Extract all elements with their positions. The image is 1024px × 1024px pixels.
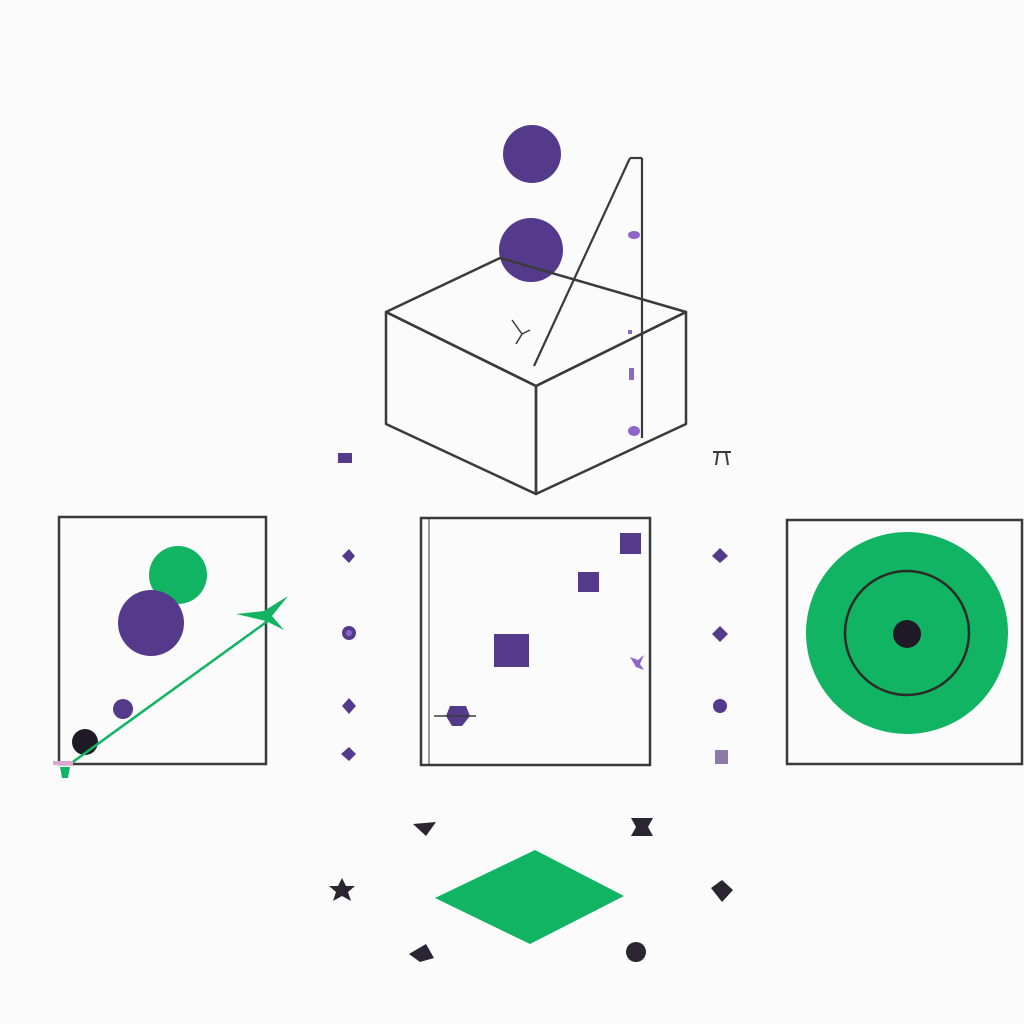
bowtie-marker-icon (631, 818, 653, 836)
tick-icon (629, 368, 634, 380)
middle-panel-frame (419, 516, 652, 767)
tick-icon (628, 330, 632, 334)
right-panel-frame (785, 518, 1024, 766)
origin-mark (53, 761, 73, 765)
sphere-icon-lower (499, 218, 563, 282)
shield-marker-icon (413, 822, 436, 836)
shard-marker-icon (409, 944, 434, 962)
left-panel-frame (57, 515, 268, 766)
bottom-section (329, 818, 733, 962)
right-panel (785, 518, 1024, 766)
origin-green-mark-icon (60, 767, 70, 778)
sphere-icon-upper (503, 125, 561, 183)
pole-diagonal (533, 157, 631, 367)
square-marker-icon (715, 750, 728, 764)
target-ring-icon (843, 569, 971, 697)
pole-ticks (628, 231, 640, 436)
left-panel (53, 515, 288, 778)
left-column-markers (341, 549, 356, 761)
target-center-icon (893, 620, 921, 648)
right-column-markers (712, 548, 728, 764)
tick-icon (628, 231, 640, 239)
top-spheres (499, 125, 563, 282)
tick-icon (628, 426, 640, 436)
diamond-marker-icon (711, 880, 733, 902)
isometric-box (384, 256, 688, 496)
small-purple-dot-icon (113, 699, 133, 719)
purple-circle-icon (118, 590, 184, 656)
dot-marker-icon (626, 942, 646, 962)
pole-marker (511, 156, 644, 438)
square-icon-main (494, 634, 529, 667)
star-marker-icon (630, 655, 644, 670)
diamond-marker-icon (712, 626, 728, 642)
square-icon-medium (578, 572, 599, 592)
middle-panel (419, 516, 652, 767)
diamond-marker-icon (341, 747, 356, 761)
trend-arrow-line (69, 616, 273, 766)
arrow-head-icon (236, 596, 288, 630)
dark-dot-icon (72, 729, 98, 755)
box-right-face (534, 310, 688, 496)
diamond-marker-icon (342, 698, 356, 714)
square-icon-large (620, 533, 641, 554)
diamond-marker-icon (342, 549, 355, 563)
small-glyph-icon (511, 319, 531, 345)
star-marker-icon (329, 878, 355, 901)
diamond-icon (435, 850, 624, 944)
square-marker-icon (338, 453, 352, 463)
dot-marker-icon (713, 699, 727, 713)
pi-marker-icon (713, 451, 731, 466)
green-circle-icon (149, 546, 207, 604)
diamond-marker-icon (712, 548, 728, 563)
